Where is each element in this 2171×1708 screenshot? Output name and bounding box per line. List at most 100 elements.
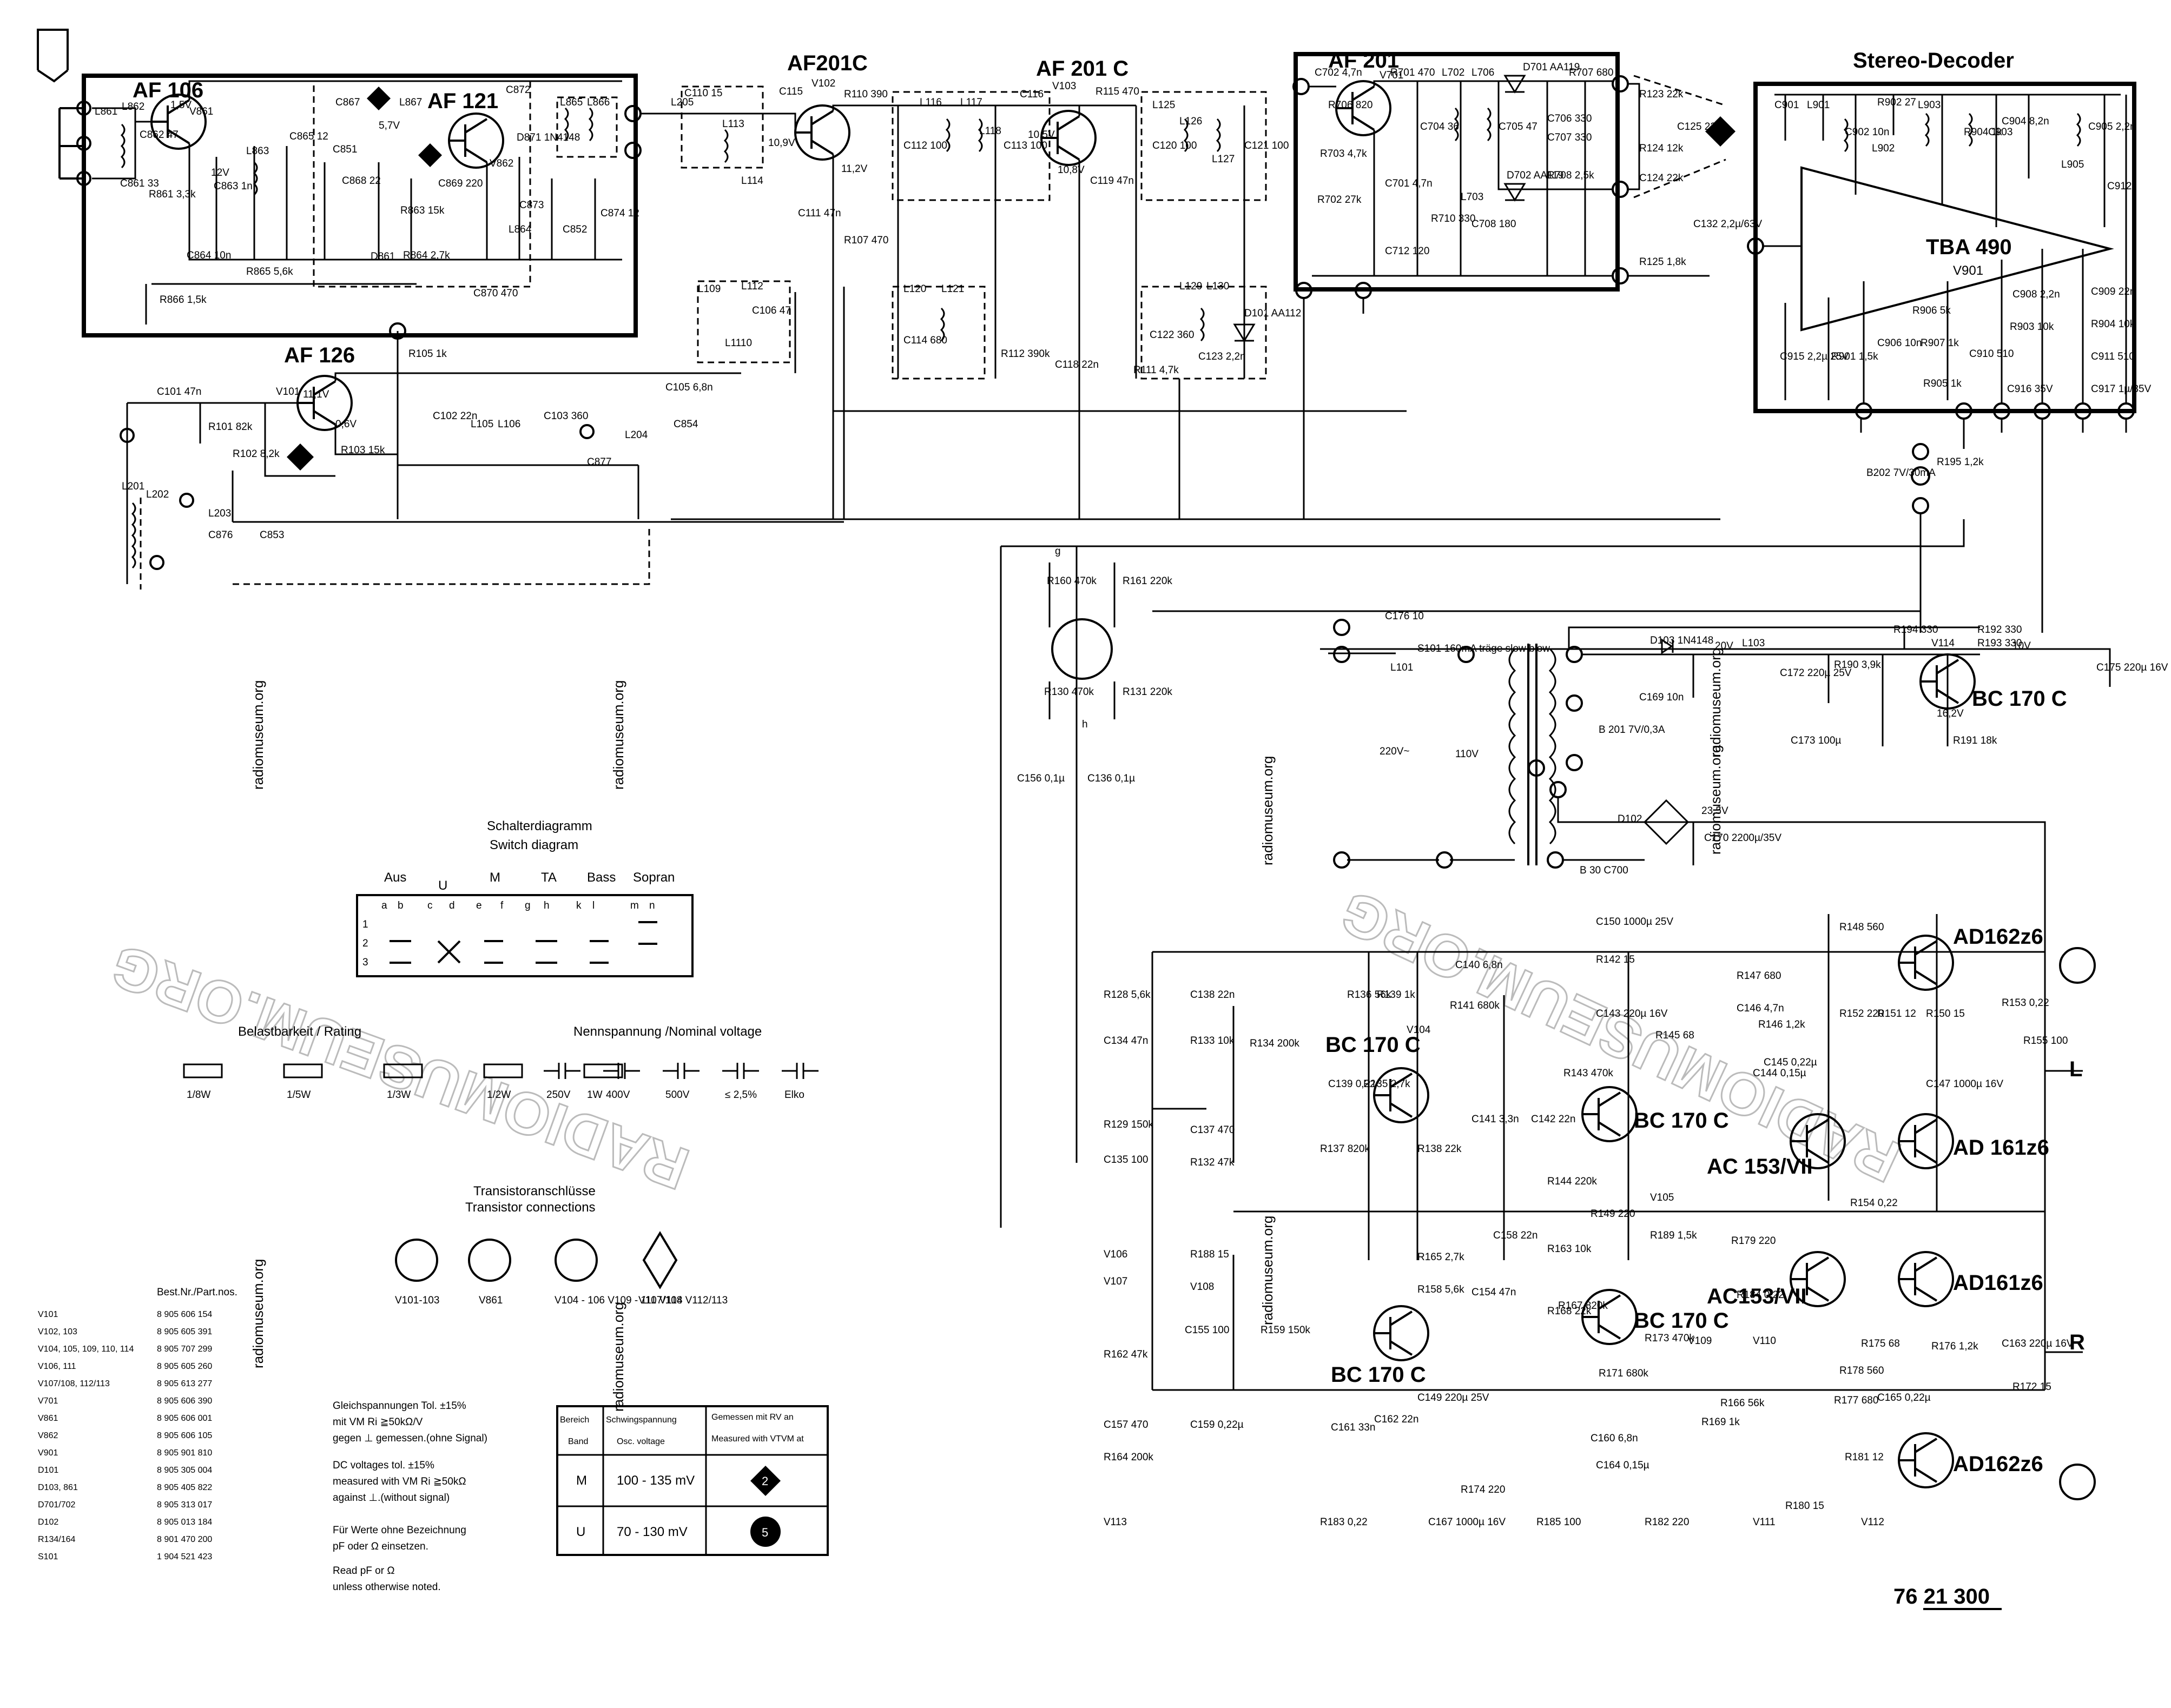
lamp-B202 (1911, 466, 1930, 486)
note-line: DC voltages tol. ±15% (333, 1460, 434, 1471)
voltage-item: 250V (546, 1089, 571, 1101)
part-label: L103 (1742, 638, 1765, 649)
part-label: C120 100 (1152, 140, 1197, 151)
part-label: R124 12k (1639, 143, 1684, 154)
label-V106: AC 153/VII (1707, 1155, 1813, 1179)
stereo-decoder-block: Stereo-Decoder TBA 490 V901 C901 L901 R9… (1747, 49, 2152, 633)
part-label: C702 4,7n (1315, 67, 1362, 78)
part-label: L117 (960, 97, 982, 108)
measure-point-4 (367, 87, 391, 110)
part-label: L106 (498, 419, 520, 430)
part-label: R184 0,22 (1737, 1289, 1784, 1301)
part-label: L903 (1918, 100, 1941, 111)
part-label: R710 330 (1431, 213, 1475, 224)
part-label: R132 47k (1190, 1157, 1235, 1168)
terminal-24 (1547, 851, 1564, 869)
diode-D103 (1661, 638, 1674, 654)
rating-item: 1/8W (187, 1089, 210, 1101)
part-label: C145 0,22µ (1764, 1057, 1817, 1068)
part-label: C917 1µ/35V (2091, 383, 2152, 395)
part-label: C853 (260, 529, 284, 541)
part-label: C155 100 (1185, 1325, 1229, 1336)
part-label: L202 (146, 489, 169, 500)
osc-r0-marker (750, 1466, 781, 1496)
terminal-21 (1528, 759, 1545, 777)
switch-letter: g (525, 900, 531, 911)
part-label: C112 100 (903, 140, 947, 151)
voltage-item: Elko (784, 1089, 804, 1101)
switch-letter: m (630, 900, 639, 911)
part-label: L113 (722, 118, 744, 130)
part-label: C161 33n (1331, 1422, 1375, 1433)
part-label: R701 470 (1390, 67, 1435, 78)
switch-letter: a (381, 900, 387, 911)
note-line: gegen ⊥ gemessen.(ohne Signal) (333, 1433, 487, 1444)
part-label: R145 68 (1655, 1030, 1694, 1041)
osc-r1-band: U (576, 1525, 585, 1539)
switch-letter: k (576, 900, 582, 911)
watermark-6: radiomuseum.org (610, 1302, 626, 1412)
part-label: L706 (1471, 67, 1494, 78)
part-label: C851 (333, 144, 357, 155)
part-label: C908 2,2n (2012, 289, 2060, 300)
partno-number: 8 905 707 299 (157, 1345, 212, 1354)
part-label: L1110 (725, 337, 752, 349)
voltage-label: 1,5V (170, 100, 192, 111)
part-label: V104 (1407, 1024, 1431, 1036)
part-label: L905 (2061, 159, 2084, 170)
label-V113: AD161z6 (1953, 1271, 2043, 1295)
osc-h3: Osc. voltage (617, 1437, 665, 1446)
part-label: R194 330 (1893, 624, 1938, 635)
part-label: V107 (1104, 1276, 1127, 1287)
terminal-R-out (2074, 402, 2091, 420)
terminal-25 (1457, 646, 1475, 663)
part-label: C708 180 (1471, 219, 1516, 230)
part-label: C863 1n (214, 181, 253, 192)
part-label: C103 360 (544, 411, 588, 422)
terminal-9 (149, 555, 164, 570)
terminal-23 (1549, 781, 1567, 798)
part-label: S101 160mA träge slow blow (1417, 643, 1550, 654)
part-label: C904 8,2n (2002, 116, 2049, 127)
transformer-core (1527, 644, 1537, 865)
part-label: V109 (1688, 1335, 1712, 1347)
part-label: C911 510 (2091, 351, 2135, 362)
partno-device: V901 (38, 1448, 58, 1458)
osc-h4: Gemessen mit RV an (711, 1413, 794, 1422)
part-label: R105 1k (408, 348, 447, 360)
part-label: C156 0,1µ (1017, 773, 1065, 784)
part-label: R702 27k (1317, 194, 1362, 206)
part-label: L902 (1872, 143, 1895, 154)
partno-number: 8 905 613 277 (157, 1379, 212, 1388)
label-AF201C: AF201C (787, 51, 868, 75)
ic-ref: V901 (1953, 263, 1983, 278)
part-label: R191 18k (1953, 735, 1997, 746)
part-label: C901 (1774, 100, 1799, 111)
part-label: C910 510 (1969, 348, 2014, 360)
part-label: C116 (1020, 89, 1044, 100)
part-label: R173 470k (1645, 1333, 1694, 1344)
part-label: V103 (1052, 81, 1076, 92)
part-label: L867 (399, 97, 422, 108)
part-label: R111 4,7k (1133, 365, 1179, 376)
watermark-7: radiomuseum.org (1259, 1216, 1276, 1325)
osc-h0: Bereich (560, 1415, 589, 1425)
capacitor-rating-symbol (722, 1063, 759, 1079)
switch-letter: l (592, 900, 595, 911)
partno-device: V106, 111 (38, 1362, 76, 1371)
terminal-2 (76, 136, 91, 151)
part-label: R864 2,7k (403, 250, 450, 261)
part-label: C164 0,15µ (1596, 1460, 1649, 1471)
partno-device: V862 (38, 1431, 58, 1440)
part-label: R866 1,5k (160, 294, 207, 306)
note-line: mit VM Ri ≧50kΩ/V (333, 1416, 423, 1428)
part-label: V114 (1931, 638, 1955, 649)
part-label: C144 0,15µ (1753, 1068, 1806, 1079)
part-label: B 201 7V/0,3A (1599, 724, 1665, 736)
part-label: R902 27 (1877, 97, 1916, 108)
part-label: R177 680 (1834, 1395, 1878, 1406)
label-AF121: AF 121 (427, 89, 498, 113)
part-label: R134 200k (1250, 1038, 1299, 1049)
